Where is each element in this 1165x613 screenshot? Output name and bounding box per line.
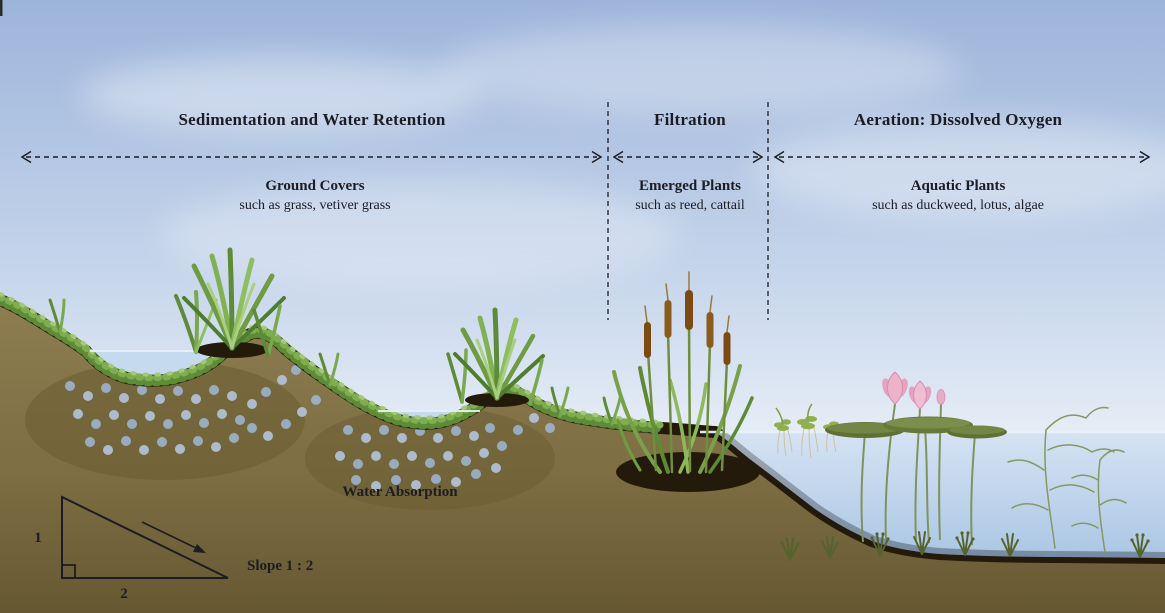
- grass-clump-2: [446, 307, 545, 407]
- plants-examples: such as duckweed, lotus, algae: [872, 198, 1044, 213]
- slope-run-label: 2: [120, 586, 128, 602]
- absorption-dots-right: [335, 413, 555, 491]
- slope-ratio-label: Slope 1 : 2: [247, 558, 314, 574]
- zone-title-aeration: Aeration: Dissolved Oxygen: [853, 110, 1063, 129]
- cattail-plants: [612, 271, 760, 492]
- water-absorption-label: Water Absorption: [342, 484, 458, 500]
- zone-divider-lines: [607, 102, 769, 320]
- damp-soil-and-dots: [25, 360, 555, 510]
- algae-plants: [1007, 406, 1127, 553]
- zone-title-sedimentation: Sedimentation and Water Retention: [178, 110, 446, 129]
- absorption-dots-left: [65, 365, 321, 455]
- clouds: [80, 25, 1165, 290]
- plants-title: Aquatic Plants: [910, 178, 1006, 194]
- soil-terrain: [0, 300, 1165, 613]
- zone-title-filtration: Filtration: [654, 110, 726, 129]
- plants-title: Ground Covers: [265, 178, 365, 194]
- plants-title: Emerged Plants: [638, 178, 742, 194]
- zone-plants-ground-covers: Ground Covers such as grass, vetiver gra…: [239, 178, 390, 214]
- zone-extent-arrows: [20, 150, 1151, 164]
- slope-triangle: [61, 495, 229, 579]
- screen-corner-artifact: [0, 0, 3, 16]
- lotus-flowers: [882, 371, 946, 410]
- slope-rise-label: 1: [34, 530, 42, 546]
- bottom-plants: [780, 531, 1150, 561]
- zone-plants-aquatic: Aquatic Plants such as duckweed, lotus, …: [872, 178, 1044, 214]
- plants-examples: such as reed, cattail: [635, 198, 745, 213]
- grass-clump-1: [174, 247, 286, 358]
- plants-examples: such as grass, vetiver grass: [239, 198, 391, 213]
- zone-plants-emerged: Emerged Plants such as reed, cattail: [635, 178, 745, 214]
- small-grass-tufts: [48, 298, 622, 426]
- lotus-plants: [825, 371, 1007, 546]
